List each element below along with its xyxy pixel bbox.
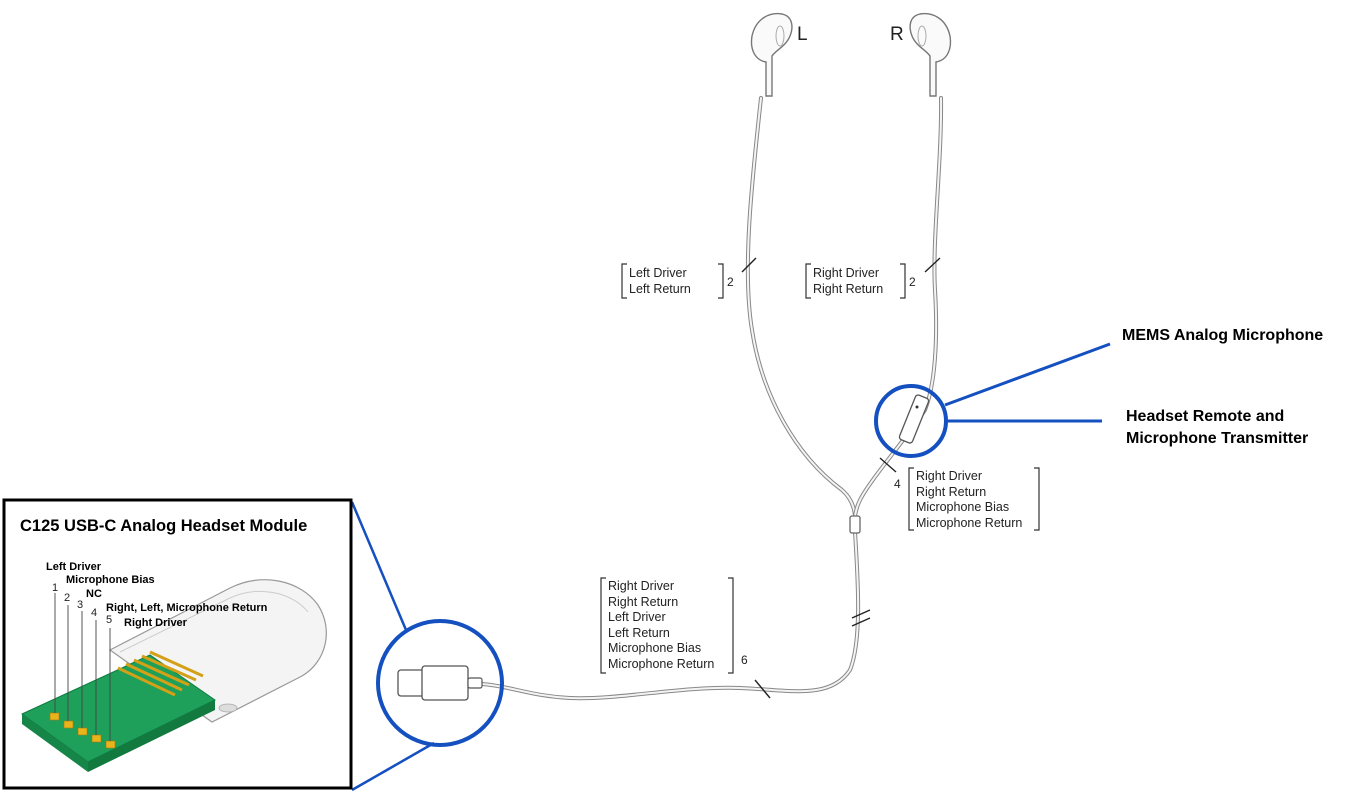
usb-c-module-icon <box>21 579 327 772</box>
remote-callout-line-1: Headset Remote and <box>1126 408 1285 425</box>
right-ear-wire-count: 2 <box>909 275 916 289</box>
left-earbud-label: L <box>797 24 808 45</box>
pin-2-label: Microphone Bias <box>66 574 155 586</box>
cable-splitter <box>849 515 861 534</box>
wire-label: Right Return <box>608 594 679 609</box>
pin-5-label: Right Driver <box>124 617 187 629</box>
wire-label: Right Return <box>916 484 987 499</box>
right-earbud-icon <box>909 12 952 97</box>
left-earbud-icon <box>750 12 793 97</box>
left-ear-wire-count: 2 <box>727 275 734 289</box>
pin-5-number: 5 <box>106 614 113 626</box>
remote-highlight-circle <box>874 384 948 458</box>
remote-wire-count: 4 <box>894 477 901 491</box>
wire-label: Right Driver <box>608 579 674 593</box>
wire-count-marks <box>741 257 941 699</box>
wire-label: Right Driver <box>916 469 982 483</box>
mems-microphone-callout: MEMS Analog Microphone <box>1122 327 1324 344</box>
main-cable-wire-group: Right Driver Right Return Left Driver Le… <box>608 579 714 672</box>
wire-label: Microphone Return <box>608 656 715 671</box>
wire-label: Microphone Return <box>916 515 1023 530</box>
module-title: C125 USB-C Analog Headset Module <box>20 517 308 535</box>
pin-1-label: Left Driver <box>46 561 102 573</box>
wire-label: Right Return <box>813 281 884 296</box>
plug-highlight-circle <box>376 619 504 747</box>
zoom-line-top <box>350 501 408 631</box>
wire-label: Left Driver <box>629 266 687 280</box>
main-cable-wire-count: 6 <box>741 653 748 667</box>
pin-4-number: 4 <box>91 607 98 619</box>
remote-wire-group: Right Driver Right Return Microphone Bia… <box>916 469 1022 531</box>
right-ear-wire-group: Right Driver Right Return <box>813 266 883 297</box>
mems-callout-line <box>944 342 1111 407</box>
wire-label: Left Return <box>629 281 691 296</box>
wire-label: Left Driver <box>608 610 666 624</box>
remote-callout-line-2: Microphone Transmitter <box>1126 430 1309 447</box>
left-ear-wire-group: Left Driver Left Return <box>629 266 691 297</box>
wire-label: Right Driver <box>813 266 879 280</box>
pin-1-number: 1 <box>52 582 59 594</box>
wire-group-brackets <box>600 263 1040 674</box>
right-earbud-label: R <box>890 24 904 45</box>
wire-label: Microphone Bias <box>916 500 1010 514</box>
headset-remote-icon <box>898 394 930 444</box>
pin-3-label: NC <box>86 588 102 600</box>
wire-label: Left Return <box>608 625 670 640</box>
usb-c-plug-icon <box>397 665 483 701</box>
zoom-line-bottom <box>351 741 435 792</box>
pin-4-label: Right, Left, Microphone Return <box>106 602 268 614</box>
pin-2-number: 2 <box>64 592 71 604</box>
pin-3-number: 3 <box>77 599 84 611</box>
wire-label: Microphone Bias <box>608 641 702 655</box>
